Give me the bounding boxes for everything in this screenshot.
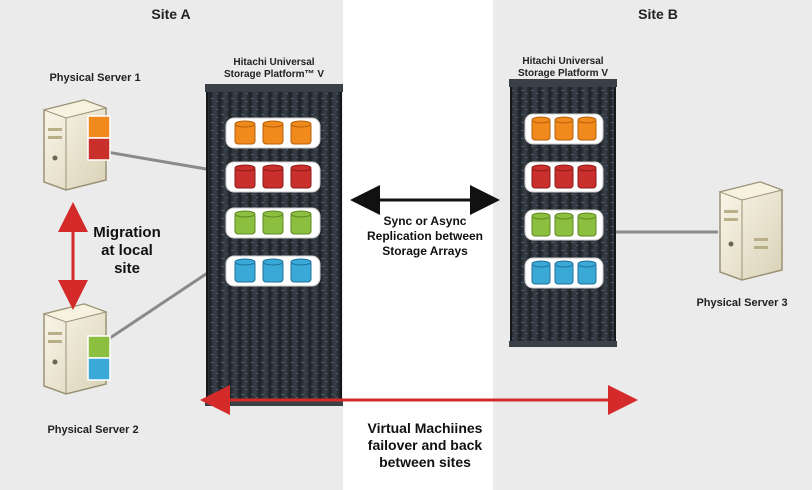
physical-server-2-icon [42, 303, 111, 395]
disk-shelf-blue [524, 257, 604, 289]
failover-label-line2: failover and back [367, 437, 483, 453]
migration-label-line1: Migration [93, 224, 161, 241]
disk-shelf-red [524, 161, 604, 193]
migration-label-line3: site [114, 260, 140, 277]
storage-a-label-line2: Storage Platform™ V [223, 69, 325, 80]
migration-label: Migration at local site [84, 224, 170, 278]
disk-shelf-orange [225, 117, 321, 149]
server1-link [94, 148, 213, 172]
failover-label-line3: between sites [379, 454, 471, 470]
server2-link [94, 268, 213, 350]
failover-label: Virtual Machiines failover and back betw… [340, 420, 510, 471]
server-3-label: Physical Server 3 [696, 297, 788, 309]
disk-shelf-red [225, 161, 321, 193]
storage-a-label-line1: Hitachi Universal [233, 57, 315, 68]
storage-b-label-line1: Hitachi Universal [522, 56, 604, 67]
server-2-label: Physical Server 2 [47, 424, 139, 436]
storage-a-label: Hitachi Universal Storage Platform™ V [194, 57, 354, 81]
disk-shelves-a [225, 117, 321, 287]
physical-server-3-icon [718, 181, 784, 281]
server-1-label: Physical Server 1 [49, 72, 141, 84]
disk-shelf-blue [225, 255, 321, 287]
physical-server-1-icon [42, 99, 111, 191]
connection-lines [94, 148, 718, 350]
migration-label-line2: at local [101, 242, 153, 259]
disk-shelf-orange [524, 113, 604, 145]
site-b-title: Site B [638, 6, 678, 22]
disk-shelf-green [524, 209, 604, 241]
storage-b-label: Hitachi Universal Storage Platform V [498, 56, 628, 80]
failover-label-line1: Virtual Machiines [367, 420, 483, 436]
disk-shelves-b [524, 113, 604, 289]
replication-label: Sync or Async Replication between Storag… [350, 214, 500, 259]
site-a-title: Site A [151, 6, 191, 22]
replication-label-line3: Storage Arrays [382, 244, 468, 258]
replication-label-line1: Sync or Async [383, 214, 467, 228]
replication-label-line2: Replication between [366, 229, 484, 243]
storage-b-label-line2: Storage Platform V [517, 68, 609, 79]
disk-shelf-green [225, 207, 321, 239]
